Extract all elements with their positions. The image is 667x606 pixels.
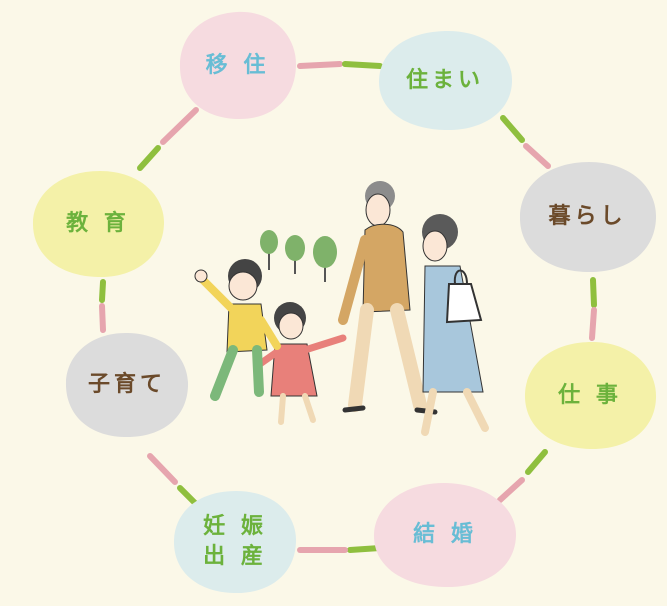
cycle-item-label: 住まい [405, 67, 484, 93]
cycle-item-label: 妊 娠 出 産 [203, 514, 267, 569]
boy-figure [194, 259, 281, 401]
bubble-shape [373, 482, 517, 588]
bubble-shape [179, 11, 297, 120]
cycle-item-ninshin[interactable]: 妊 娠 出 産 [170, 488, 300, 596]
cycle-item-kurashi[interactable]: 暮らし [515, 158, 660, 276]
cycle-item-kekkon[interactable]: 結 婚 [370, 480, 520, 590]
tree-icon [285, 235, 305, 274]
family-walking-illustration [194, 181, 489, 436]
mother-figure [421, 214, 489, 436]
bubble-shape [519, 162, 657, 273]
bubble-shape [65, 332, 189, 438]
cycle-item-label: 子育て [87, 372, 166, 398]
girl-figure [253, 302, 347, 425]
cycle-item-label: 移 住 [205, 52, 270, 78]
bubble-shape [524, 342, 657, 450]
cycle-item-kosodate[interactable]: 子育て [62, 330, 192, 440]
bubble-shape [173, 491, 297, 594]
cycle-item-sumai[interactable]: 住まい [375, 28, 515, 133]
bubble-shape [378, 30, 513, 131]
cycle-item-shigoto[interactable]: 仕 事 [520, 338, 660, 453]
cycle-item-label: 教 育 [66, 211, 130, 237]
father-figure [338, 181, 438, 415]
cycle-item-kyoiku[interactable]: 教 育 [28, 168, 168, 280]
bubble-shape [32, 171, 165, 278]
tree-icon [313, 236, 337, 282]
cycle-item-iju[interactable]: 移 住 [175, 8, 300, 123]
cycle-item-label: 仕 事 [558, 382, 622, 408]
cycle-item-label: 結 婚 [413, 522, 477, 548]
cycle-item-label: 暮らし [548, 204, 627, 230]
tree-icon [260, 230, 278, 270]
